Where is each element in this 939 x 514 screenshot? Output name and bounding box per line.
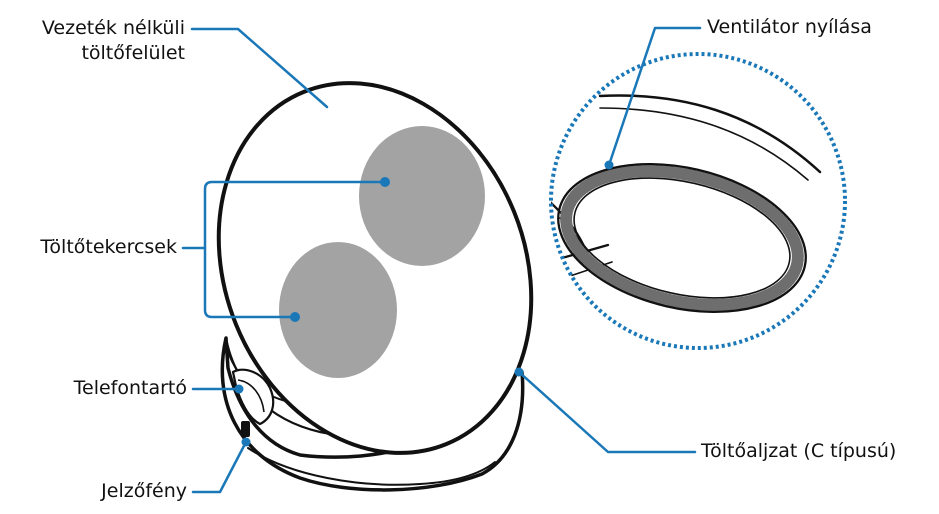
coil-upper bbox=[359, 126, 485, 266]
dot-fan-vent bbox=[604, 160, 614, 170]
leader-line-coils bbox=[203, 180, 387, 319]
indicator-light-mark bbox=[241, 421, 250, 437]
label-wireless-surface-line1: Vezeték nélküli bbox=[41, 17, 185, 39]
dot-phone-holder bbox=[234, 384, 244, 394]
coil-lower bbox=[279, 242, 397, 378]
label-fan-vent: Ventilátor nyílása bbox=[707, 16, 872, 38]
label-wireless-surface-line2: töltőfelület bbox=[81, 42, 185, 64]
phone-holder-tab bbox=[231, 368, 275, 426]
label-phone-holder: Telefontartó bbox=[73, 377, 187, 399]
leader-line-indicator-light bbox=[191, 440, 248, 494]
label-coils: Töltőtekercsek bbox=[40, 236, 177, 258]
zoom-circle bbox=[549, 52, 847, 350]
leader-line-charging-port bbox=[517, 370, 697, 454]
dot-indicator-light bbox=[241, 437, 251, 447]
leader-line-wireless-surface bbox=[190, 27, 329, 109]
label-charging-port: Töltőaljzat (C típusú) bbox=[701, 440, 897, 462]
fan-vent-detail bbox=[549, 52, 847, 350]
label-wireless-surface: Vezeték nélküli töltőfelület bbox=[4, 16, 185, 66]
dot-upper-coil bbox=[380, 177, 390, 187]
dot-charging-port bbox=[514, 367, 524, 377]
leader-line-fan-vent bbox=[607, 26, 702, 167]
dot-lower-coil bbox=[290, 312, 300, 322]
label-indicator-light: Jelzőfény bbox=[101, 480, 187, 502]
